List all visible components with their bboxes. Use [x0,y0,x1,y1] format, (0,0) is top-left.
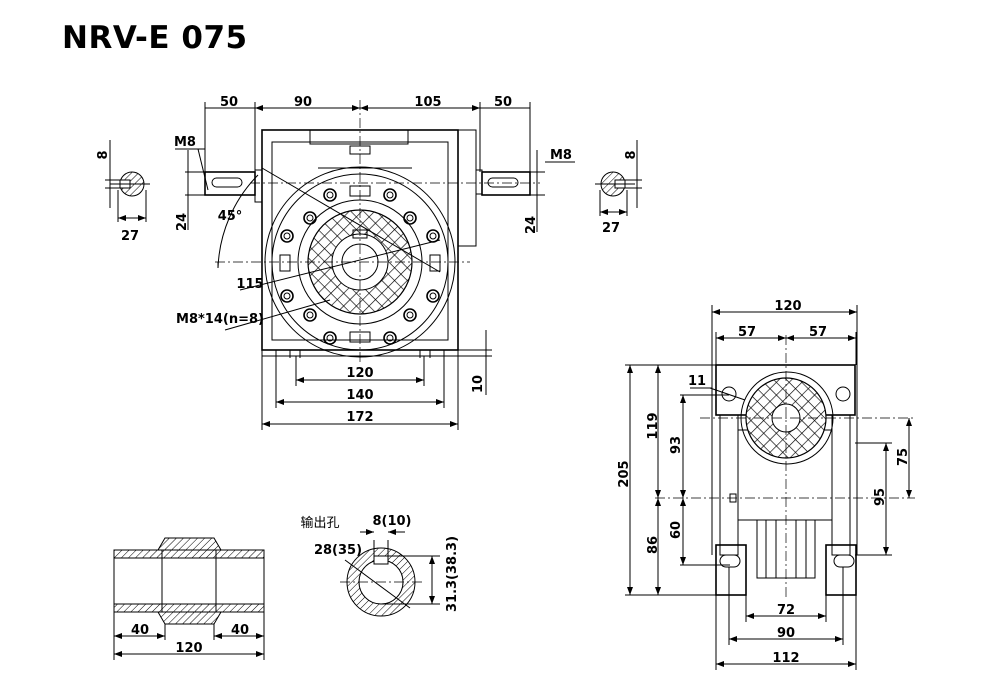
side-view [625,305,915,670]
hollow-shaft-section [113,537,265,660]
dim-h119: 119 [646,412,661,439]
dim-h205: 205 [617,460,632,487]
shaft-section-right [595,140,642,216]
dim-pcd: 115 [236,277,263,292]
dim-bore-key-width: 8(10) [372,514,411,529]
dim-h93: 93 [669,436,684,454]
dim-hollow-total: 120 [175,641,202,656]
dim-shaft-dia-right: 24 [524,216,539,234]
dimension-labels: 50 90 105 50 M8 M8 8 8 27 27 24 24 45° 1… [96,95,911,666]
dim-side-half-left: 57 [738,325,756,340]
dim-shaft-height-left: 27 [121,229,139,244]
output-bore-label: 输出孔 [300,515,339,531]
dim-base-height: 10 [471,375,486,393]
drawing-title: NRV-E 075 [62,20,248,56]
dim-w112: 112 [772,651,799,666]
dim-thread-right: M8 [550,148,572,163]
dim-bolt-holes: M8*14(n=8) [176,312,264,327]
dim-input-shaft-left: 50 [220,95,238,110]
dim-input-shaft-right: 50 [494,95,512,110]
shaft-section-left [105,140,150,222]
front-view [175,100,575,430]
dim-key-width-left: 8 [96,150,111,159]
dim-side-hole: 11 [688,374,706,389]
dim-h60: 60 [669,521,684,539]
dim-side-half-right: 57 [809,325,827,340]
dim-shaft-height-right: 27 [602,221,620,236]
dim-hollow-right: 40 [231,623,249,638]
dim-h75: 75 [896,448,911,466]
dim-side-width: 120 [774,299,801,314]
dim-angle: 45° [218,209,243,224]
dim-bore-dia: 28(35) [314,543,362,558]
dim-thread-left: M8 [174,135,196,150]
dim-key-width-right: 8 [624,150,639,159]
dim-shaft-dia-left: 24 [175,213,190,231]
dim-bore-key-depth: 31.3(38.3) [445,536,460,612]
dim-base-172: 172 [346,410,373,425]
dim-center-left: 90 [294,95,312,110]
dim-w90: 90 [777,626,795,641]
dim-base-120: 120 [346,366,373,381]
dim-hollow-left: 40 [131,623,149,638]
dim-w72: 72 [777,603,795,618]
output-bore-section [340,529,440,617]
dim-center-right: 105 [414,95,441,110]
dim-h86: 86 [646,536,661,554]
dim-h95: 95 [873,488,888,506]
dim-base-140: 140 [346,388,373,403]
